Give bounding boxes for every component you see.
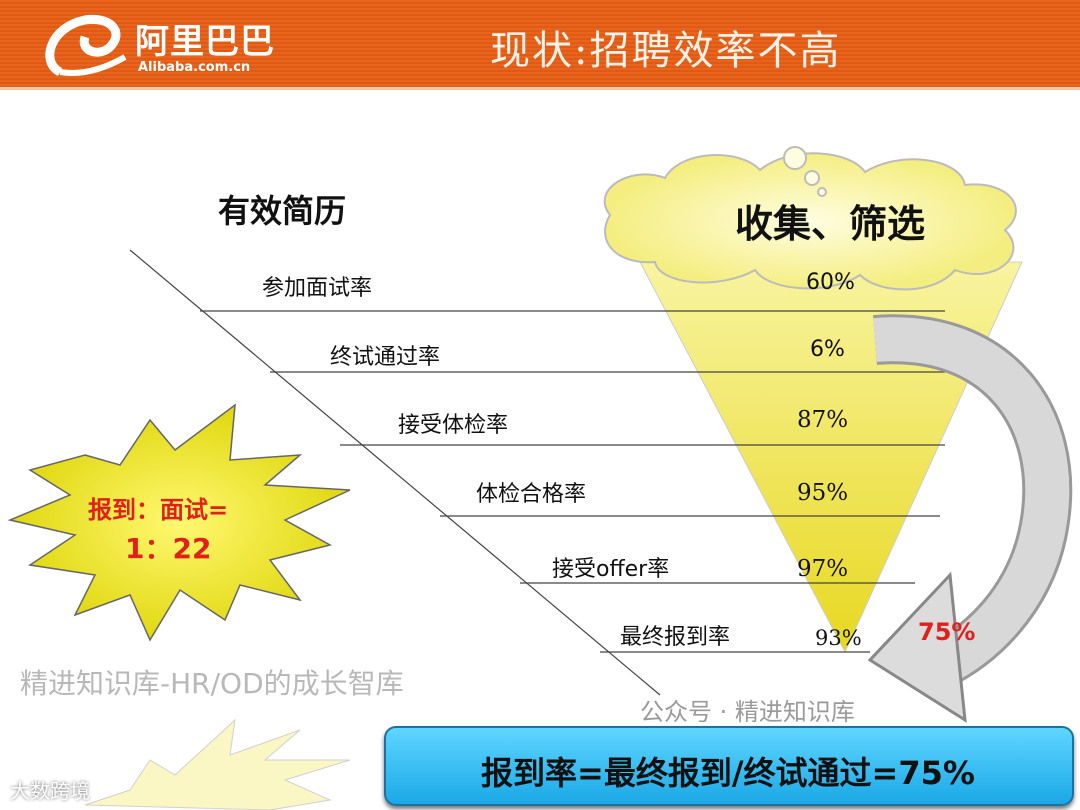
formula-box: 报到率=最终报到/终试通过=75% xyxy=(384,726,1074,806)
watermark-wechat: 公众号 · 精进知识库 xyxy=(640,698,855,726)
row-value: 95% xyxy=(797,480,849,506)
left-heading: 有效简历 xyxy=(218,192,347,230)
slide-title: 现状:招聘效率不高 xyxy=(490,28,842,74)
row-value: 6% xyxy=(810,337,845,362)
row-label: 终试通过率 xyxy=(330,345,441,370)
alibaba-logo-icon xyxy=(45,14,127,77)
watermark-corner: 大数跨境 xyxy=(10,779,90,803)
logo-domain: Alibaba.com.cn xyxy=(138,60,251,75)
starburst-line2: 1：22 xyxy=(125,532,212,565)
row-label: 体检合格率 xyxy=(476,482,587,507)
watermark-center: 精进知识库-HR/OD的成长智库 xyxy=(20,667,404,700)
cloud-heading: 收集、筛选 xyxy=(735,202,926,246)
row-label: 最终报到率 xyxy=(620,625,731,650)
starburst-reflection xyxy=(84,718,351,810)
starburst-line1: 报到：面试= xyxy=(88,496,229,524)
row-value: 97% xyxy=(797,556,849,582)
overall-rate: 75% xyxy=(918,618,976,646)
cloud xyxy=(603,146,1017,291)
row-lines xyxy=(200,310,945,653)
row-label: 参加面试率 xyxy=(262,276,373,301)
slide-header: 阿里巴巴 Alibaba.com.cn 现状:招聘效率不高 xyxy=(0,0,1080,90)
row-label: 接受体检率 xyxy=(398,413,509,438)
curved-arrow-icon xyxy=(867,314,1073,723)
diagonal-line xyxy=(129,249,661,696)
row-value: 87% xyxy=(797,407,849,433)
logo-text: 阿里巴巴 xyxy=(135,22,275,62)
formula-text: 报到率=最终报到/终试通过=75% xyxy=(481,754,975,792)
row-label: 接受offer率 xyxy=(552,557,670,582)
funnel xyxy=(639,261,1023,654)
row-value: 93% xyxy=(815,626,862,650)
row-value: 60% xyxy=(806,270,855,295)
starburst xyxy=(7,403,351,642)
